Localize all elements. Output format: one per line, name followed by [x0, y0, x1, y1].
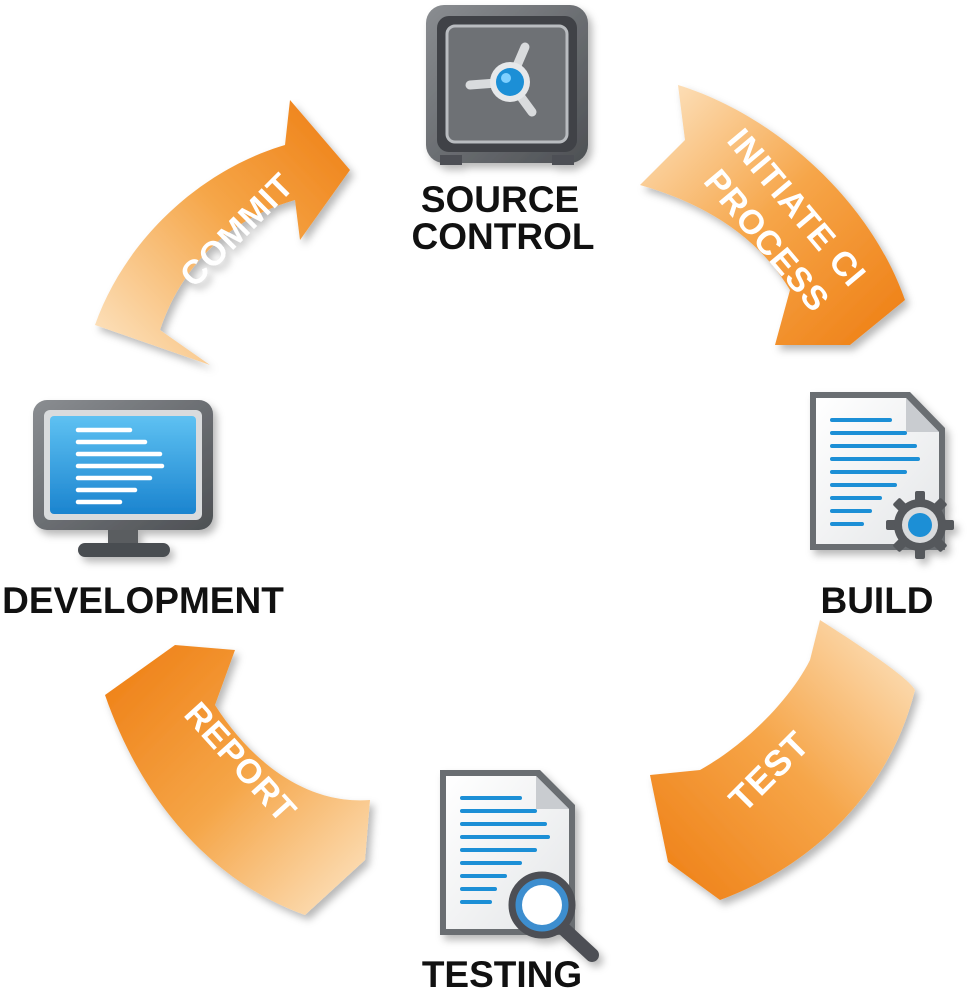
document-gear-icon [810, 392, 954, 559]
development-label: DEVELOPMENT [2, 580, 284, 621]
initiate-ci-process-arrow: INITIATE CI PROCESS [640, 85, 905, 345]
safe-vault-icon [426, 5, 588, 165]
build-label: BUILD [820, 580, 933, 621]
test-arrow: TEST [650, 620, 915, 900]
document-magnifier-icon [440, 770, 599, 962]
report-arrow: REPORT [105, 645, 370, 915]
commit-arrow: COMMIT [95, 100, 350, 365]
source-control-label-line1: SOURCE [421, 179, 579, 220]
testing-label: TESTING [422, 954, 582, 995]
source-control-label-line2: CONTROL [412, 216, 595, 257]
computer-monitor-icon [33, 400, 213, 557]
